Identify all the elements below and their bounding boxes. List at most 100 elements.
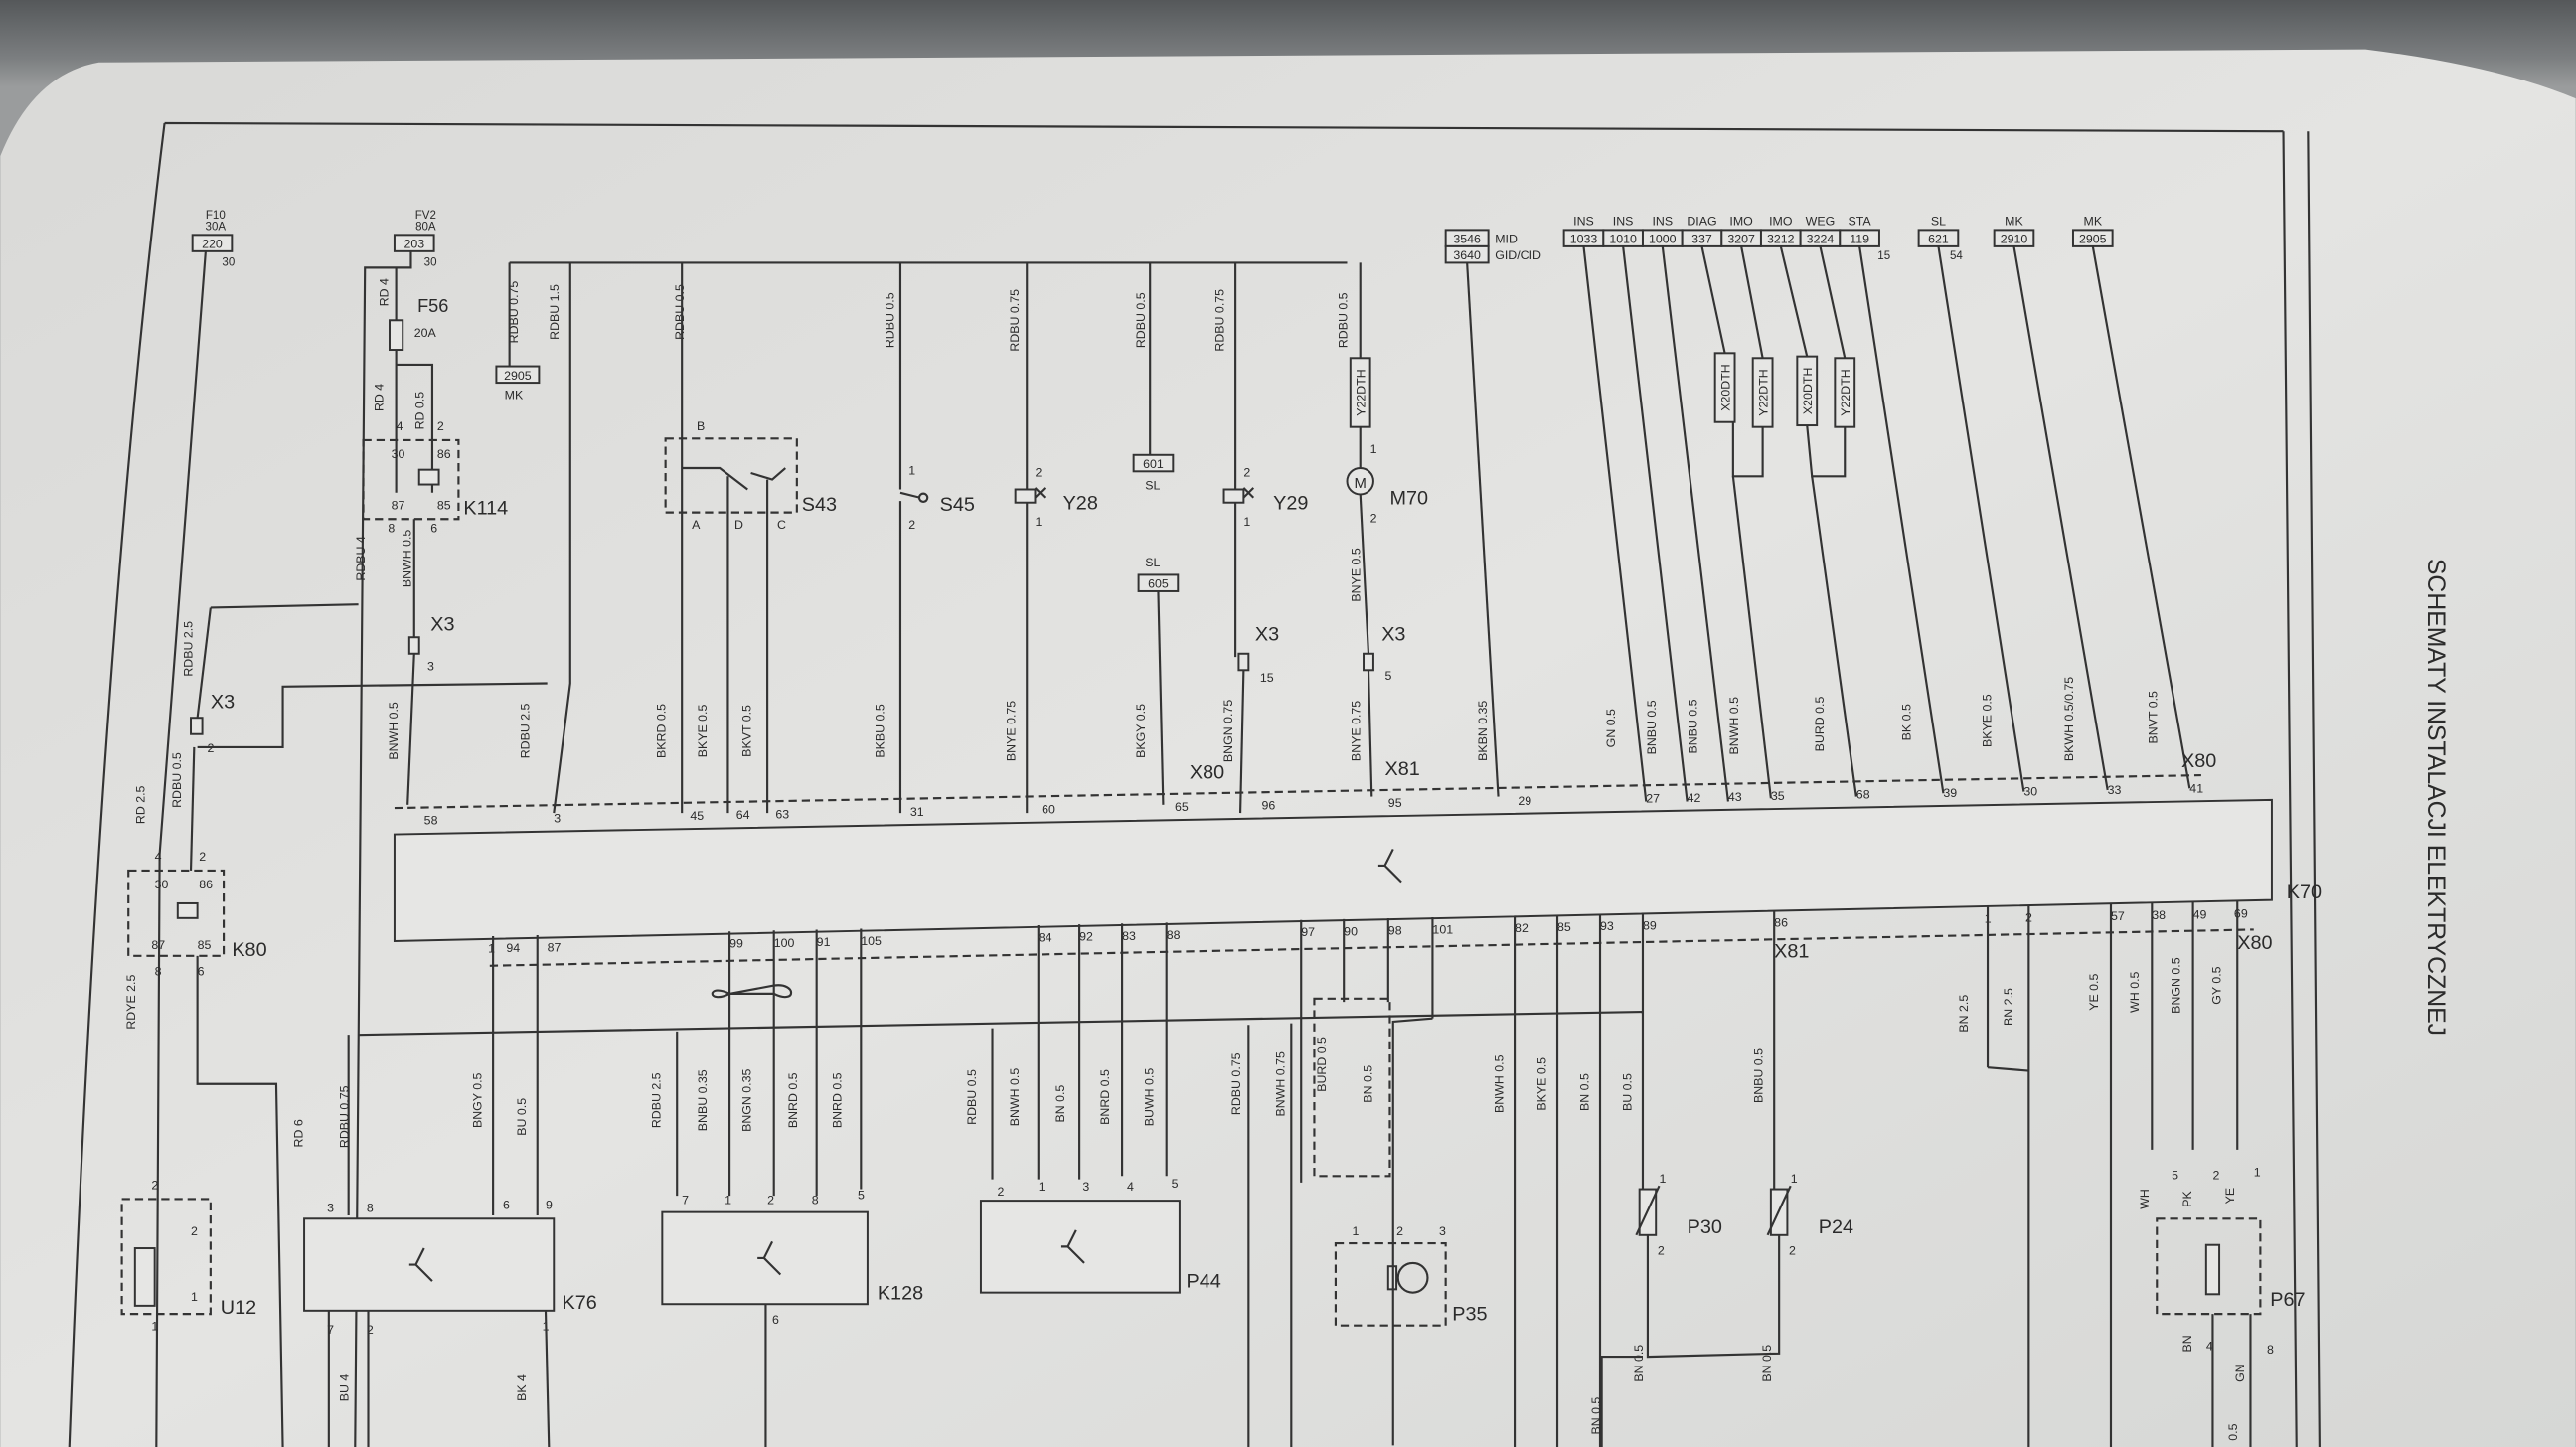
k70-pin: 27 bbox=[1646, 792, 1660, 806]
k70-pin: 3 bbox=[554, 811, 561, 825]
k70-label: K70 bbox=[2287, 882, 2322, 903]
variable-icon bbox=[1766, 1185, 1792, 1236]
k70-pin: 86 bbox=[1774, 916, 1788, 930]
wire-rdbu-4 bbox=[354, 250, 412, 1447]
ref-label: SL bbox=[1145, 556, 1160, 569]
wire-label: BN 0.5 bbox=[1760, 1345, 1774, 1382]
k70-pin: 95 bbox=[1388, 796, 1402, 810]
f56-rating: 20A bbox=[414, 326, 437, 340]
fuse-pin: 30 bbox=[424, 257, 437, 269]
k70-pin: 90 bbox=[1344, 924, 1358, 938]
k70-pin: 1 bbox=[488, 942, 495, 956]
relay-pin: 30 bbox=[155, 878, 169, 891]
ref-label: MK bbox=[2005, 214, 2023, 228]
k70-pin: 31 bbox=[910, 805, 924, 819]
wire bbox=[1359, 494, 1370, 654]
wire-label: BNWH 0.5 bbox=[1008, 1068, 1022, 1127]
fuse-name: FV2 bbox=[415, 210, 436, 222]
wire-label: BNYE 0.5 bbox=[1350, 548, 1364, 601]
k70-pin: 99 bbox=[729, 937, 743, 951]
ref-label: SL bbox=[1145, 478, 1160, 492]
wire bbox=[1622, 245, 1689, 802]
s45-label: S45 bbox=[940, 494, 975, 516]
wire-label: BNWH 0.5 bbox=[387, 702, 401, 760]
k70-pin: 30 bbox=[2023, 785, 2037, 799]
k70-pin: 100 bbox=[774, 936, 795, 950]
bus-ref-label: IMO bbox=[1729, 214, 1753, 228]
wire-label: BN 0.5 bbox=[1361, 1065, 1374, 1103]
wire-label: BNWH 0.75 bbox=[1274, 1051, 1288, 1116]
wire bbox=[1779, 245, 1809, 357]
potentiometer bbox=[2204, 1243, 2221, 1296]
switch-pin: B bbox=[697, 419, 705, 433]
relay-coil bbox=[176, 901, 199, 919]
k70-pin: 91 bbox=[817, 935, 831, 949]
relay-pin: 4 bbox=[397, 419, 403, 433]
wire bbox=[1858, 245, 1945, 794]
relay-pin: 6 bbox=[430, 521, 437, 535]
p35-pin: 3 bbox=[1439, 1224, 1446, 1238]
transistor-icon bbox=[1060, 1229, 1085, 1264]
k128-pin: 5 bbox=[858, 1188, 865, 1202]
wire-label: BKBU 0.5 bbox=[873, 704, 886, 757]
wire-tag-text: X20DTH bbox=[1801, 368, 1815, 414]
variable-icon bbox=[1635, 1185, 1661, 1236]
y29-label: Y29 bbox=[1273, 492, 1308, 514]
wire-label: RDBU 0.75 bbox=[1229, 1052, 1243, 1115]
k70-pin: 84 bbox=[1039, 931, 1052, 945]
page-frame bbox=[68, 121, 2321, 1447]
wire-rdbu-1.5 bbox=[553, 262, 571, 814]
speed-sensor-icon bbox=[1396, 1261, 1429, 1294]
wire bbox=[1811, 476, 1857, 797]
wire-label: RDBU 0.5 bbox=[1134, 292, 1148, 348]
k70-pin: 38 bbox=[2152, 908, 2166, 922]
p67-pin: 4 bbox=[2206, 1339, 2213, 1353]
k70-pin: 96 bbox=[1262, 798, 1276, 812]
wire-label: BNWH 0.5 bbox=[400, 530, 413, 588]
connector-row-top bbox=[394, 773, 2201, 810]
wire-label: RDBU 2.5 bbox=[182, 621, 196, 677]
relay-coil bbox=[417, 468, 440, 486]
wire-label: RDBU 1.5 bbox=[548, 284, 562, 340]
wire bbox=[1582, 245, 1648, 802]
motor-symbol: M bbox=[1355, 476, 1367, 492]
bus-ref-label: STA bbox=[1849, 214, 1872, 228]
solenoid-valve-y28 bbox=[1014, 488, 1037, 504]
k128-pin: 6 bbox=[772, 1313, 779, 1327]
wire bbox=[1731, 421, 1764, 478]
module-p44 bbox=[979, 1200, 1181, 1294]
wire-label: BN 0.5 bbox=[1053, 1085, 1067, 1123]
wire-rd-2.5 bbox=[155, 250, 207, 1447]
k70-pin: 89 bbox=[1643, 918, 1657, 932]
wire-label: RDBU 0.5 bbox=[673, 284, 687, 340]
wire bbox=[1819, 245, 1847, 359]
ref-box-text: 601 bbox=[1143, 457, 1164, 471]
ref-label: MK bbox=[2084, 214, 2103, 228]
wire-label: YE 0.5 bbox=[2087, 974, 2101, 1011]
relay-pin: 8 bbox=[388, 521, 395, 535]
wire bbox=[1806, 424, 1847, 478]
x3-pin: 3 bbox=[427, 659, 434, 673]
p44-pin: 2 bbox=[997, 1185, 1004, 1199]
bus-ref-label: INS bbox=[1652, 214, 1673, 228]
wire-label: RDBU 0.5 bbox=[965, 1069, 979, 1125]
wire bbox=[1740, 245, 1764, 359]
wire bbox=[210, 603, 359, 609]
connector-label: X81 bbox=[1385, 758, 1420, 780]
wire bbox=[1157, 590, 1165, 805]
wire-label: RD 4 bbox=[377, 278, 391, 306]
p44-pin: 3 bbox=[1082, 1180, 1089, 1194]
p67-wire: BN bbox=[2180, 1335, 2194, 1352]
p35-pin: 2 bbox=[1396, 1224, 1403, 1238]
wire-label: RDBU 2.5 bbox=[650, 1072, 664, 1128]
u12-pin: 2 bbox=[151, 1179, 158, 1193]
k76-pin: 9 bbox=[546, 1198, 553, 1211]
k70-pin: 35 bbox=[1771, 789, 1785, 803]
wire bbox=[1731, 476, 1772, 799]
ref-box-text: 621 bbox=[1928, 233, 1949, 246]
wire-tag-text: Y22DTH bbox=[1839, 369, 1852, 415]
switch-pin: D bbox=[734, 518, 743, 532]
connector-label: X80 bbox=[1190, 761, 1224, 783]
bus-ref-label: WEG bbox=[1806, 214, 1836, 228]
wire-label: BNWH 0.5 bbox=[1727, 697, 1741, 755]
